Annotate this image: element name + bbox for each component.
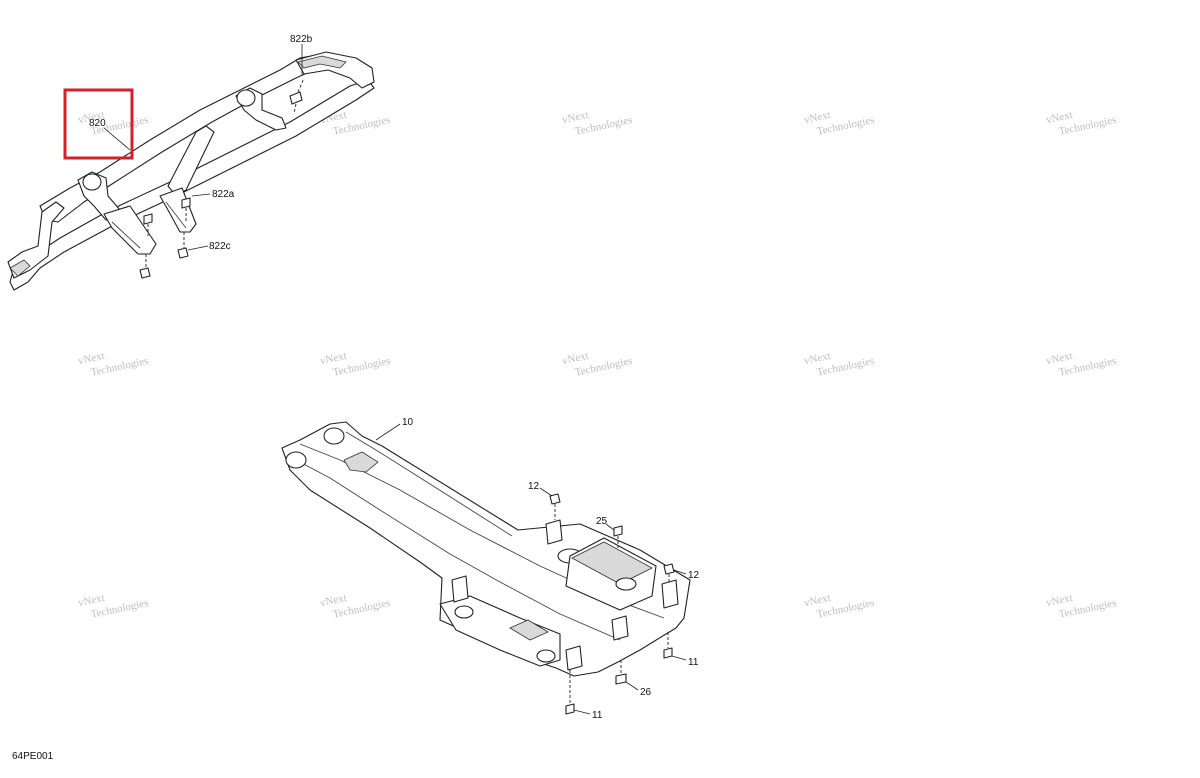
callout-12-right[interactable]: 12 xyxy=(688,570,700,581)
callout-10[interactable]: 10 xyxy=(402,417,414,428)
svg-text:vNext: vNext xyxy=(1045,109,1074,126)
skid-plate-assembly[interactable]: 10 12 25 12 11 26 11 xyxy=(281,417,700,721)
boss-top[interactable] xyxy=(545,519,563,545)
callout-25[interactable]: 25 xyxy=(596,516,608,527)
watermark: vNext Technologies xyxy=(803,592,875,621)
tube-front-cap xyxy=(9,259,31,277)
svg-text:vNext: vNext xyxy=(319,592,348,609)
boss-bottom[interactable] xyxy=(565,645,583,671)
boss-mid-left[interactable] xyxy=(451,575,469,603)
watermark: vNext Technologies xyxy=(803,350,875,379)
watermark: vNext Technologies xyxy=(77,109,149,138)
callout-822a[interactable]: 822a xyxy=(212,189,235,200)
plate-cover-top xyxy=(571,541,653,585)
washer-26[interactable] xyxy=(615,673,627,685)
nut-12-top[interactable] xyxy=(549,493,561,505)
svg-text:vNext: vNext xyxy=(561,109,590,126)
tube-rear-cap xyxy=(297,55,347,69)
tube-frame-assembly[interactable]: 820 822b 822a 822c xyxy=(7,34,375,291)
watermark: vNext Technologies xyxy=(561,109,633,138)
bolt-822b[interactable] xyxy=(289,91,303,105)
watermark-grid: vNext Technologies vNext Technologies vN… xyxy=(77,109,1117,621)
watermark: vNext Technologies xyxy=(803,109,875,138)
callout-12-top[interactable]: 12 xyxy=(528,481,540,492)
plate-hole-rear-1 xyxy=(454,605,474,619)
watermark: vNext Technologies xyxy=(77,350,149,379)
watermark: vNext Technologies xyxy=(319,592,391,621)
svg-text:vNext: vNext xyxy=(561,350,590,367)
callout-822b[interactable]: 822b xyxy=(290,34,313,45)
watermark: vNext Technologies xyxy=(1045,592,1117,621)
svg-text:vNext: vNext xyxy=(1045,592,1074,609)
plate-rear-pocket xyxy=(509,619,549,641)
bracket-left[interactable] xyxy=(103,205,157,255)
tube-lower-rail[interactable] xyxy=(9,79,375,291)
bracket-right[interactable] xyxy=(159,187,197,233)
nut-12-right[interactable] xyxy=(663,563,675,575)
svg-text:vNext: vNext xyxy=(77,592,106,609)
watermark: vNext Technologies xyxy=(1045,109,1117,138)
watermark-line1: vNext xyxy=(77,109,106,126)
callout-26[interactable]: 26 xyxy=(640,687,652,698)
clamp-front-ring xyxy=(82,173,102,191)
screw-11-bottom[interactable] xyxy=(565,703,575,715)
screw-25[interactable] xyxy=(613,525,623,537)
callout-11-bottom[interactable]: 11 xyxy=(592,710,603,721)
plate-cover-hole xyxy=(615,577,637,591)
watermark: vNext Technologies xyxy=(561,350,633,379)
watermark: vNext Technologies xyxy=(319,350,391,379)
svg-text:vNext: vNext xyxy=(803,592,832,609)
watermark: vNext Technologies xyxy=(1045,350,1117,379)
skid-plate[interactable] xyxy=(281,421,691,677)
tube-rear-end[interactable] xyxy=(295,51,375,89)
plate-front-pocket xyxy=(343,451,379,473)
svg-text:vNext: vNext xyxy=(1045,350,1074,367)
rivet-822a-left[interactable] xyxy=(143,213,153,225)
plate-hole-front-right xyxy=(323,427,345,445)
highlight-box-820[interactable] xyxy=(63,88,134,160)
plate-hole-rear-2 xyxy=(536,649,556,663)
boss-right[interactable] xyxy=(661,579,679,609)
svg-text:vNext: vNext xyxy=(77,350,106,367)
nut-822c-left[interactable] xyxy=(139,267,151,279)
screw-11-right[interactable] xyxy=(663,647,673,659)
boss-mid-right[interactable] xyxy=(611,615,629,641)
diagram-code-label: 64PE001 xyxy=(12,751,54,762)
callout-820[interactable]: 820 xyxy=(89,118,106,129)
clamp-upper-ring xyxy=(236,89,256,107)
nut-822c-right[interactable] xyxy=(177,247,189,259)
tube-front-end[interactable] xyxy=(7,201,65,279)
watermark: vNext Technologies xyxy=(77,592,149,621)
rivet-822a-right[interactable] xyxy=(181,197,191,209)
plate-hole-front-left xyxy=(285,451,307,469)
svg-text:vNext: vNext xyxy=(319,350,348,367)
callout-822c[interactable]: 822c xyxy=(209,241,231,252)
svg-text:vNext: vNext xyxy=(803,109,832,126)
svg-text:vNext: vNext xyxy=(803,350,832,367)
callout-11-right[interactable]: 11 xyxy=(688,657,699,668)
